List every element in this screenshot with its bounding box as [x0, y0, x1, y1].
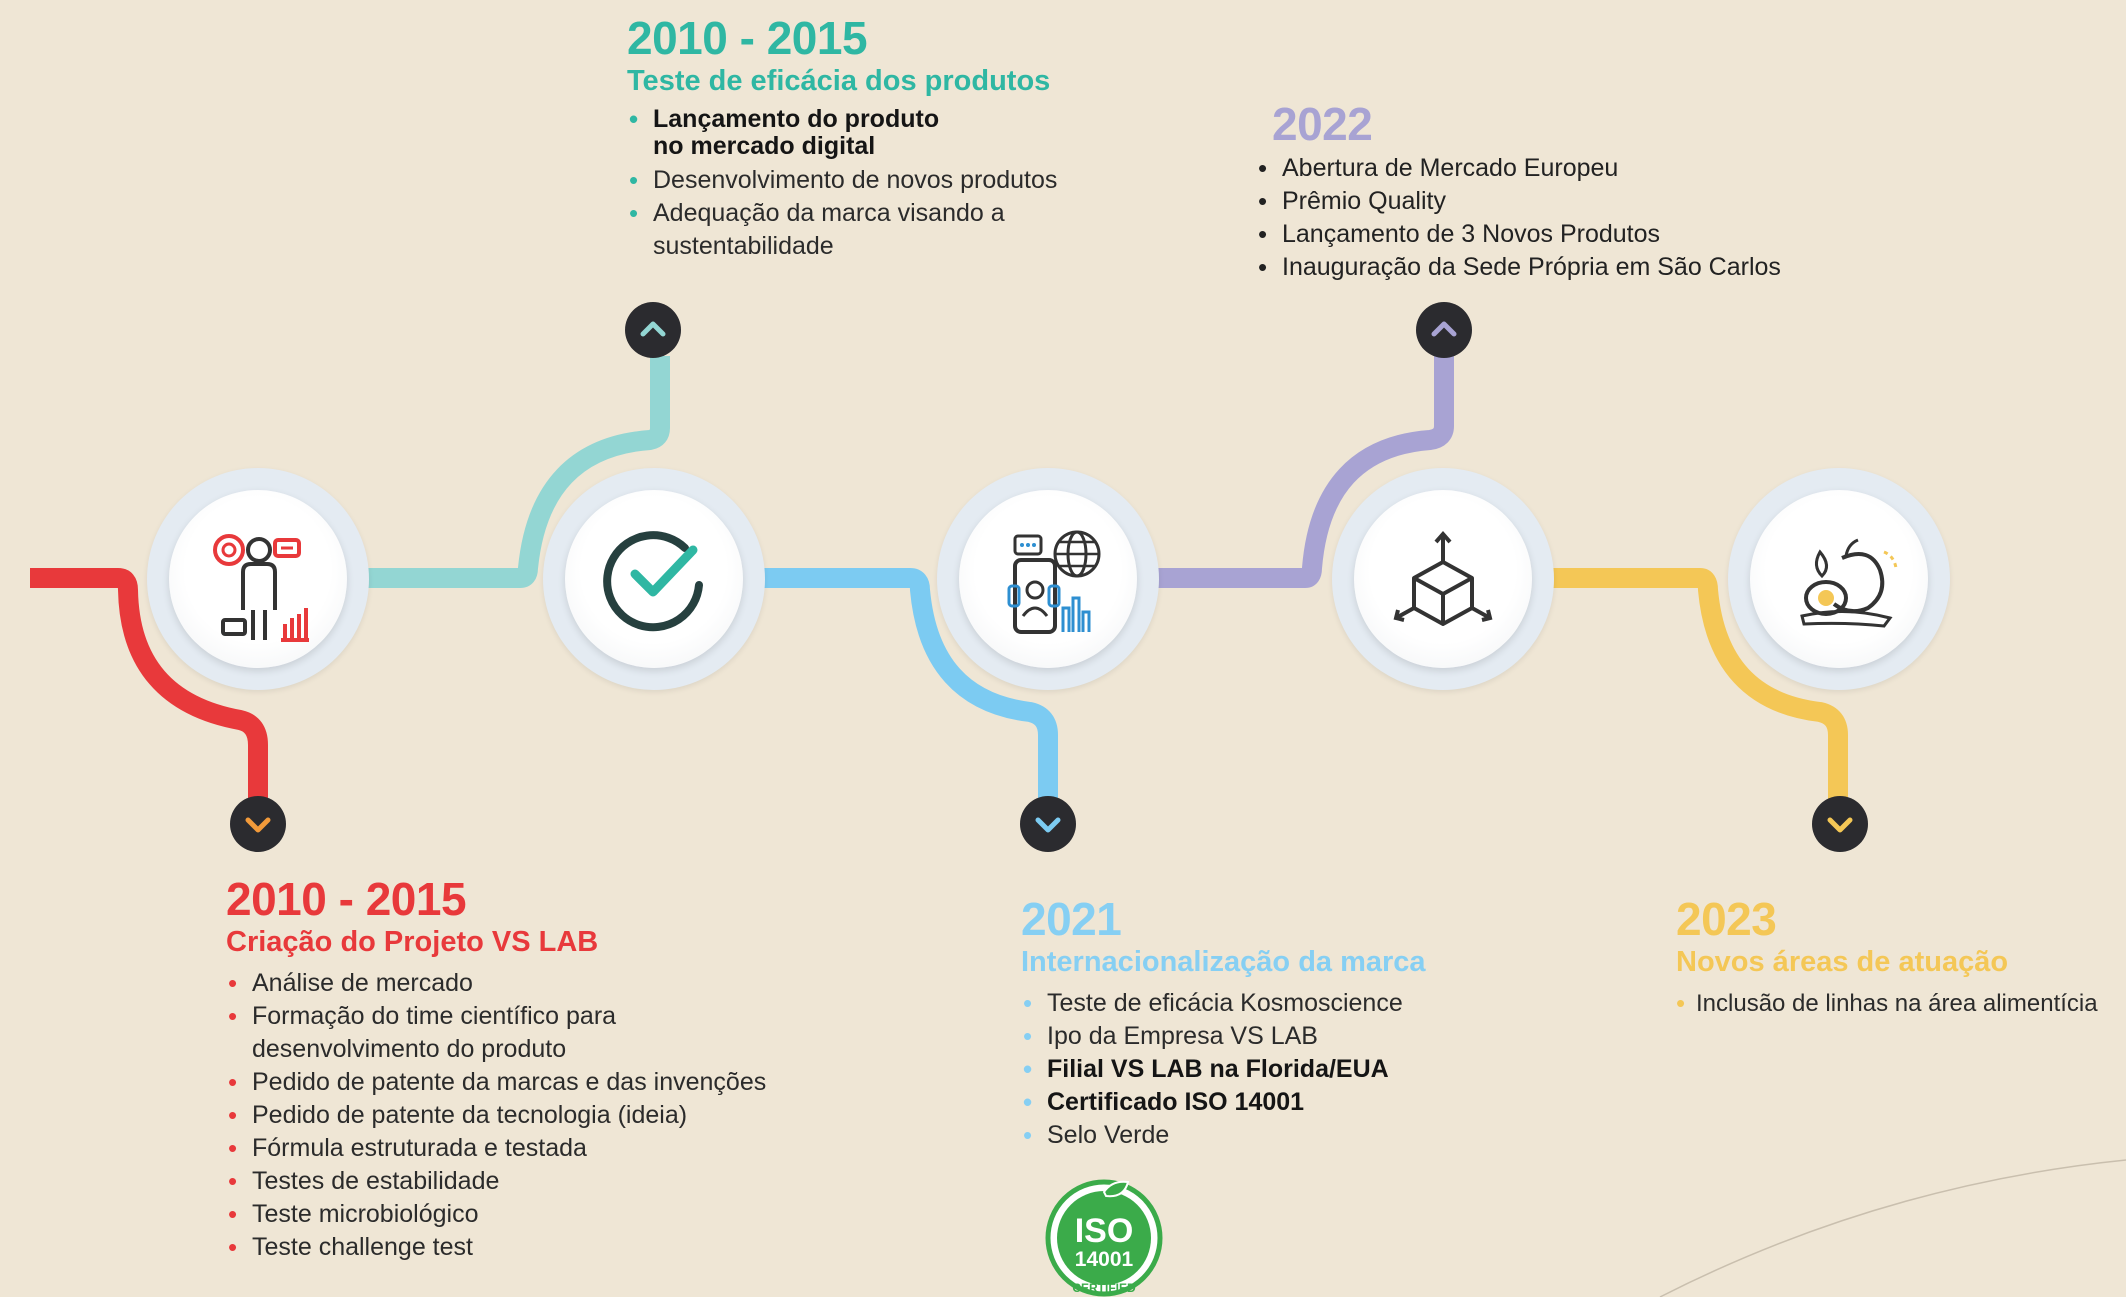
milestone-circle-1: [147, 468, 369, 690]
timeline-segment-red: [30, 568, 268, 800]
milestone-circle-4: [1332, 468, 1554, 690]
iso-14001-badge: ISO 14001 CERTIFIED: [1045, 1179, 1163, 1297]
list-item: •Filial VS LAB na Florida/EUA: [1023, 1054, 1389, 1084]
list-item: •Certificado ISO 14001: [1023, 1087, 1305, 1117]
chevron-down-icon: [1827, 817, 1853, 833]
arrow-marker-2: [625, 302, 681, 358]
milestone-year: 2021: [1021, 893, 1122, 945]
iso-badge-title: ISO: [1075, 1212, 1134, 1250]
milestone-5: 2023 Novos áreas de atuação •Inclusão de…: [1676, 895, 2121, 1020]
cube-expansion-icon: [1393, 530, 1493, 626]
list-item: •Inauguração da Sede Própria em São Carl…: [1258, 252, 1781, 282]
list-item: •Análise de mercado: [228, 968, 473, 998]
milestone-subtitle: Criação do Projeto VS LAB: [226, 926, 599, 958]
list-item: •Adequação da marca visando a sustentabi…: [629, 198, 1005, 260]
milestone-year: 2022: [1272, 98, 1373, 150]
list-item: •Abertura de Mercado Europeu: [1258, 153, 1619, 183]
list-item: •Desenvolvimento de novos produtos: [629, 165, 1058, 195]
arrow-marker-5: [1812, 796, 1868, 852]
milestone-year: 2010 - 2015: [627, 12, 868, 64]
milestone-4: 2022 •Abertura de Mercado Europeu •Prêmi…: [1256, 100, 1816, 284]
milestone-2: 2010 - 2015 Teste de eficácia dos produt…: [627, 14, 1107, 263]
milestone-year: 2023: [1676, 893, 1777, 945]
timeline-segment-yellow: [1535, 568, 1848, 800]
timeline-segment-purple: [1140, 356, 1454, 588]
chevron-up-icon: [1431, 321, 1457, 337]
timeline-segment-blue: [740, 568, 1058, 800]
list-item: •Lançamento de 3 Novos Produtos: [1258, 219, 1661, 249]
milestone-1: 2010 - 2015 Criação do Projeto VS LAB •A…: [226, 875, 846, 1264]
list-item: •Testes de estabilidade: [228, 1166, 500, 1196]
milestone-circle-2: [543, 468, 765, 690]
list-item: •Teste microbiológico: [228, 1199, 479, 1229]
global-communication-icon: [1007, 530, 1101, 634]
iso-badge-number: 14001: [1075, 1248, 1134, 1271]
market-analysis-icon: [213, 534, 309, 642]
food-icon: [1800, 538, 1898, 628]
chevron-up-icon: [640, 321, 666, 337]
milestone-subtitle: Novos áreas de atuação: [1676, 946, 2009, 978]
checkmark-icon: [603, 531, 703, 632]
milestone-subtitle: Teste de eficácia dos produtos: [627, 65, 1051, 97]
list-item: •Teste challenge test: [228, 1232, 473, 1262]
arrow-marker-4: [1416, 302, 1472, 358]
arrow-marker-3: [1020, 796, 1076, 852]
list-item: •Inclusão de linhas na área alimentícia: [1676, 988, 2098, 1018]
list-item: •Pedido de patente da tecnologia (ideia): [228, 1100, 688, 1130]
list-item: •Teste de eficácia Kosmoscience: [1023, 988, 1403, 1018]
decorative-arc: [1659, 1159, 2126, 1297]
chevron-down-icon: [1035, 817, 1061, 833]
list-item: •Ipo da Empresa VS LAB: [1023, 1021, 1318, 1051]
list-item: •Pedido de patente da marcas e das inven…: [228, 1067, 767, 1097]
list-item: •Formação do time científico para desenv…: [228, 1001, 617, 1063]
list-item: •Fórmula estruturada e testada: [228, 1133, 587, 1163]
list-item: •Prêmio Quality: [1258, 186, 1446, 216]
arrow-marker-1: [230, 796, 286, 852]
iso-badge-ring: CERTIFIED: [1072, 1281, 1136, 1295]
chevron-down-icon: [245, 817, 271, 833]
milestone-3: 2021 Internacionalização da marca •Teste…: [1021, 895, 1501, 1152]
milestone-circle-3: [937, 468, 1159, 690]
milestone-year: 2010 - 2015: [226, 873, 467, 925]
milestone-subtitle: Internacionalização da marca: [1021, 946, 1426, 978]
timeline-segment-teal: [340, 356, 670, 588]
milestone-circle-5: [1728, 468, 1950, 690]
list-item: •Selo Verde: [1023, 1120, 1170, 1150]
list-item: •Lançamento do produto no mercado digita…: [629, 104, 940, 160]
